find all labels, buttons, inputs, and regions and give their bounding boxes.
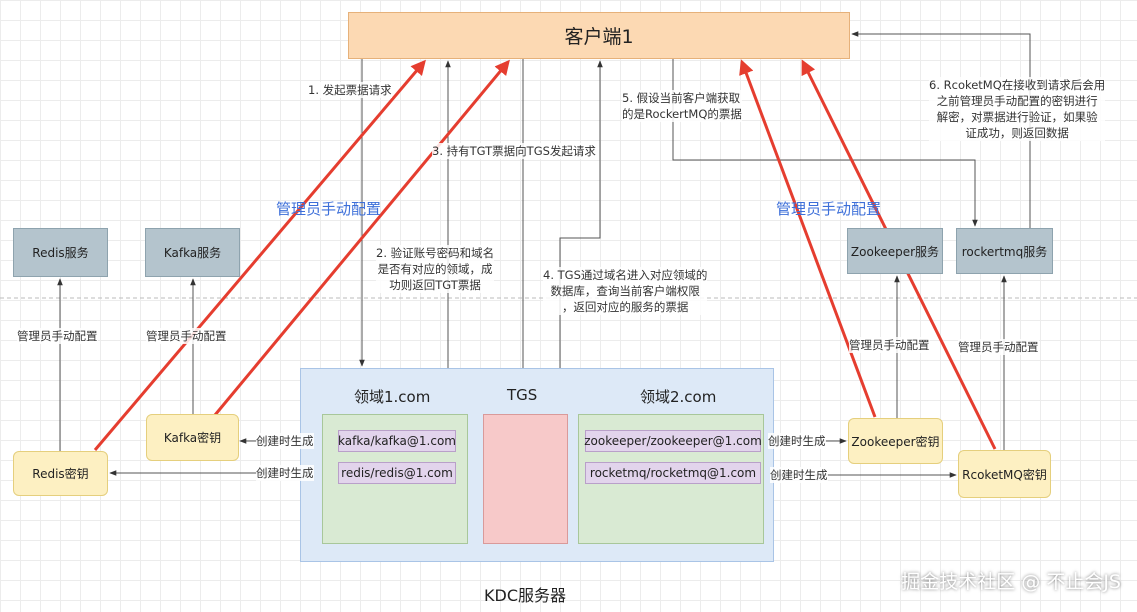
step4-line-1: 4. TGS通过域名进入对应领域的: [543, 268, 708, 282]
zookeeper-service-box: Zookeeper服务: [847, 228, 943, 274]
tgs-title: TGS: [507, 386, 538, 404]
step5-label: 5. 假设当前客户端获取 的是RockertMQ的票据: [622, 90, 742, 122]
redis-service-box: Redis服务: [13, 228, 108, 277]
admin-label-kafka: 管理员手动配置: [146, 328, 227, 344]
principal-zookeeper: zookeeper/zookeeper@1.com: [584, 430, 762, 452]
redis-key-box: Redis密钥: [13, 451, 108, 496]
step3-label: 3. 持有TGT票据向TGS发起请求: [432, 143, 596, 159]
step4-arrow: [559, 60, 603, 430]
realm2-title: 领域2.com: [640, 388, 717, 406]
kafka-service-box: Kafka服务: [145, 228, 240, 277]
principal-redis: redis/redis@1.com: [338, 462, 456, 484]
step4-line-2: 数据库，查询当前客户端权限: [550, 284, 700, 298]
gen-label-zookeeper: 创建时生成: [768, 433, 826, 449]
tgs-box: [483, 414, 568, 544]
step6-line-1: 6. RcoketMQ在接收到请求后会用: [929, 78, 1106, 92]
realm1-title: 领域1.com: [354, 388, 431, 406]
rocketmq-service-box: rockertmq服务: [956, 228, 1053, 274]
step2-line-3: 功则返回TGT票据: [389, 278, 481, 292]
zookeeper-key-box: Zookeeper密钥: [848, 418, 943, 464]
step2-line-2: 是否有对应的领域，成: [377, 262, 493, 276]
kdc-label: KDC服务器: [484, 586, 566, 605]
step4-line-3: ，返回对应的服务的票据: [561, 300, 689, 314]
step6-line-3: 解密，对票据进行验证，如果验: [936, 110, 1098, 124]
rocketmq-key-box: RcoketMQ密钥: [958, 450, 1051, 498]
gen-label-rocketmq: 创建时生成: [770, 467, 828, 483]
step6-arrow: [851, 31, 1031, 228]
step6-label: 6. RcoketMQ在接收到请求后会用 之前管理员手动配置的密钥进行 解密，对…: [929, 77, 1106, 141]
admin-arrow-kafka: [213, 59, 510, 416]
kafka-key-box: Kafka密钥: [146, 414, 239, 461]
step5-line-2: 的是RockertMQ的票据: [622, 107, 742, 121]
step6-line-4: 证成功，则返回数据: [965, 126, 1069, 140]
admin-label-redis: 管理员手动配置: [17, 328, 98, 344]
step2-line-1: 2. 验证账号密码和域名: [376, 246, 495, 260]
step5-line-1: 5. 假设当前客户端获取: [622, 91, 741, 105]
step4-label: 4. TGS通过域名进入对应领域的 数据库，查询当前客户端权限 ，返回对应的服务…: [543, 267, 708, 315]
principal-kafka: kafka/kafka@1.com: [338, 430, 456, 452]
step1-label: 1. 发起票据请求: [308, 82, 392, 98]
admin-arrow-redis: [93, 59, 426, 451]
step2-label: 2. 验证账号密码和域名 是否有对应的领域，成 功则返回TGT票据: [376, 245, 495, 293]
admin-config-left-label: 管理员手动配置: [276, 200, 382, 218]
admin-label-zookeeper: 管理员手动配置: [849, 337, 930, 353]
principal-rocketmq: rocketmq/rocketmq@1.com: [585, 462, 761, 484]
watermark: 掘金技术社区 @ 不止会JS: [901, 571, 1121, 593]
gen-label-kafka: 创建时生成: [256, 433, 314, 449]
step6-line-2: 之前管理员手动配置的密钥进行: [936, 94, 1098, 108]
admin-label-rocketmq: 管理员手动配置: [958, 339, 1039, 355]
admin-config-right-label: 管理员手动配置: [776, 200, 882, 218]
gen-label-redis: 创建时生成: [256, 465, 314, 481]
client-box: 客户端1: [348, 12, 850, 59]
admin-arrow-zookeeper: [739, 59, 877, 418]
